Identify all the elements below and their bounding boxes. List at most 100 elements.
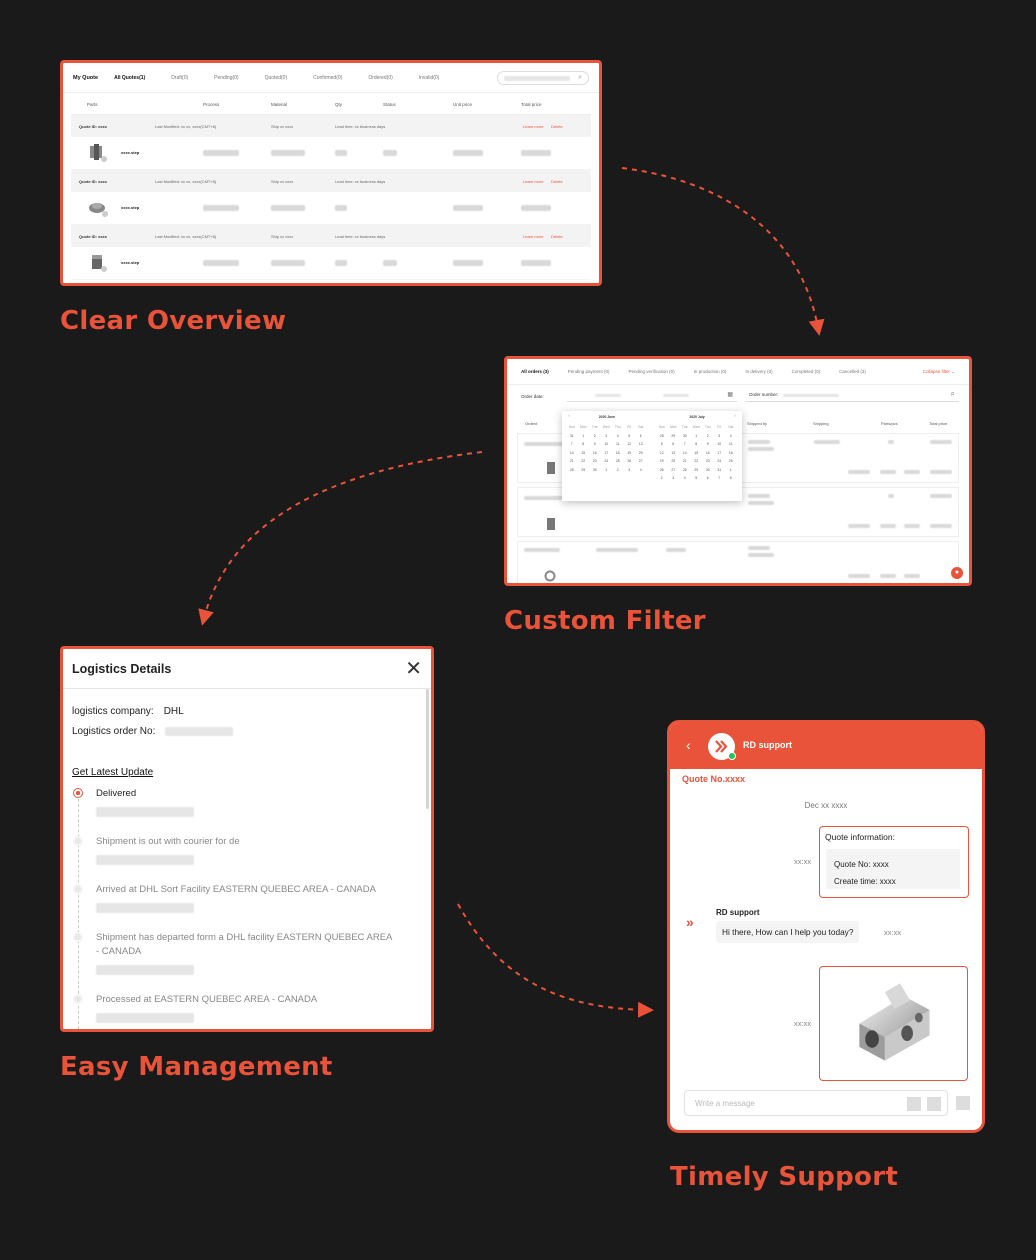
calendar-day[interactable]: 3 [672, 476, 675, 480]
calendar-day[interactable]: 21 [569, 459, 574, 463]
quote-search-input[interactable]: ⌕ [497, 70, 589, 85]
tab-pending-verification[interactable]: Pending verification (0) [628, 369, 675, 374]
prev-month-icon[interactable]: « [568, 414, 570, 418]
calendar-day[interactable]: 5 [660, 442, 663, 446]
calendar-day[interactable]: 2 [706, 433, 709, 438]
calendar-day[interactable]: 19 [659, 459, 664, 463]
calendar-day[interactable]: 24 [604, 459, 609, 463]
tab-all-quotes[interactable]: All Quotes(1) [114, 74, 146, 81]
calendar-day[interactable]: 1 [605, 467, 608, 472]
calendar-day[interactable]: 10 [604, 442, 609, 446]
calendar-day[interactable]: 3 [605, 433, 608, 438]
calendar-day[interactable]: 10 [717, 442, 722, 446]
calendar-day[interactable]: 5 [628, 433, 631, 438]
close-icon[interactable]: ✕ [405, 657, 422, 680]
tab-completed[interactable]: Completed (0) [791, 369, 821, 374]
table-row[interactable] [517, 541, 959, 583]
quote-info-card[interactable]: Quote information: Quote No: xxxx Create… [819, 826, 969, 898]
calendar-day[interactable]: 15 [694, 450, 699, 455]
tab-cancelled[interactable]: Cancelled (3) [839, 369, 866, 374]
delete-link[interactable]: Delete [551, 179, 563, 184]
calendar-day[interactable]: 18 [728, 450, 733, 455]
calendar-day[interactable]: 17 [717, 450, 722, 455]
calendar-day[interactable]: 9 [593, 442, 596, 446]
calendar-day[interactable]: 22 [694, 459, 699, 463]
calendar-day[interactable]: 3 [718, 433, 721, 438]
chat-icon[interactable]: ● [951, 567, 963, 579]
calendar-day[interactable]: 26 [659, 467, 664, 472]
calendar-day[interactable]: 7 [570, 442, 573, 446]
calendar-day[interactable]: 6 [639, 433, 642, 438]
attach-icon[interactable] [927, 1097, 941, 1111]
calendar-day[interactable]: 29 [694, 467, 699, 472]
calendar-day[interactable]: 8 [729, 476, 732, 480]
calendar-day[interactable]: 30 [682, 433, 687, 438]
calendar-day[interactable]: 18 [615, 450, 620, 455]
calendar-day[interactable]: 29 [581, 467, 586, 472]
calendar-day[interactable]: 20 [671, 459, 676, 463]
calendar-day[interactable]: 4 [683, 476, 686, 480]
tab-quoted[interactable]: Quoted(0) [264, 74, 288, 81]
tab-ordered[interactable]: Ordered(0) [368, 74, 393, 81]
tab-confirmed[interactable]: Confirmed(0) [313, 74, 343, 81]
calendar-day[interactable]: 13 [671, 450, 676, 455]
learn-more-link[interactable]: Learn more [523, 179, 544, 184]
calendar-day[interactable]: 11 [728, 442, 733, 446]
calendar-day[interactable]: 29 [671, 433, 676, 438]
calendar-day[interactable]: 3 [628, 467, 631, 472]
table-row[interactable]: xxxx.step [71, 247, 591, 280]
calendar-day[interactable]: 4 [729, 433, 732, 438]
calendar-day[interactable]: 11 [615, 442, 620, 446]
get-latest-update-link[interactable]: Get Latest Update [72, 767, 154, 778]
calendar-day[interactable]: 22 [581, 459, 586, 463]
calendar-day[interactable]: 4 [639, 467, 642, 472]
quote-number[interactable]: Quote No.xxxx [682, 774, 746, 784]
tab-invalid[interactable]: Invalid(0) [418, 74, 440, 81]
calendar-day[interactable]: 28 [659, 433, 664, 438]
calendar-day[interactable]: 23 [592, 459, 597, 463]
calendar-day[interactable]: 31 [717, 467, 722, 472]
search-icon[interactable]: ⌕ [950, 389, 955, 398]
calendar-day[interactable]: 1 [729, 467, 732, 472]
scrollbar[interactable] [426, 689, 429, 809]
calendar-day[interactable]: 6 [672, 442, 675, 446]
image-message[interactable] [819, 966, 968, 1081]
calendar-day[interactable]: 1 [695, 433, 698, 438]
tab-all-orders[interactable]: All orders (3) [521, 369, 549, 374]
delete-link[interactable]: Delete [551, 234, 563, 239]
calendar-day[interactable]: 21 [682, 459, 687, 463]
delete-link[interactable]: Delete [551, 124, 563, 129]
calendar-day[interactable]: 30 [705, 467, 710, 472]
calendar-day[interactable]: 23 [705, 459, 710, 463]
order-date-input[interactable]: ▦ [567, 389, 737, 402]
calendar-day[interactable]: 26 [627, 459, 632, 463]
calendar-day[interactable]: 5 [695, 476, 698, 480]
message-input[interactable]: Write a message [684, 1090, 948, 1116]
calendar-day[interactable]: 28 [682, 467, 687, 472]
emoji-icon[interactable] [907, 1097, 921, 1111]
calendar-day[interactable]: 16 [592, 450, 597, 455]
calendar-day[interactable]: 27 [671, 467, 676, 472]
calendar-day[interactable]: 28 [569, 467, 574, 472]
order-number-input[interactable]: Order number: ⌕ [745, 389, 959, 402]
calendar-day[interactable]: 2 [616, 467, 619, 472]
calendar-day[interactable]: 30 [592, 467, 597, 472]
calendar-day[interactable]: 7 [683, 442, 686, 446]
learn-more-link[interactable]: Learn more [523, 124, 544, 129]
calendar-day[interactable]: 8 [582, 442, 585, 446]
table-row[interactable]: xxxx.step [71, 137, 591, 170]
calendar-day[interactable]: 25 [615, 459, 620, 463]
tab-pending-payment[interactable]: Pending payment (0) [567, 369, 610, 374]
calendar-day[interactable]: 25 [728, 459, 733, 463]
calendar-day[interactable]: 6 [706, 476, 709, 480]
calendar-day[interactable]: 19 [627, 450, 632, 455]
back-arrow-icon[interactable]: ‹ [686, 737, 691, 753]
calendar-day[interactable]: 12 [627, 442, 632, 446]
calendar-day[interactable]: 15 [581, 450, 586, 455]
tab-in-delivery[interactable]: In delivery (0) [745, 369, 773, 374]
tab-draft[interactable]: Draft(0) [171, 74, 189, 81]
calendar-day[interactable]: 17 [604, 450, 609, 455]
